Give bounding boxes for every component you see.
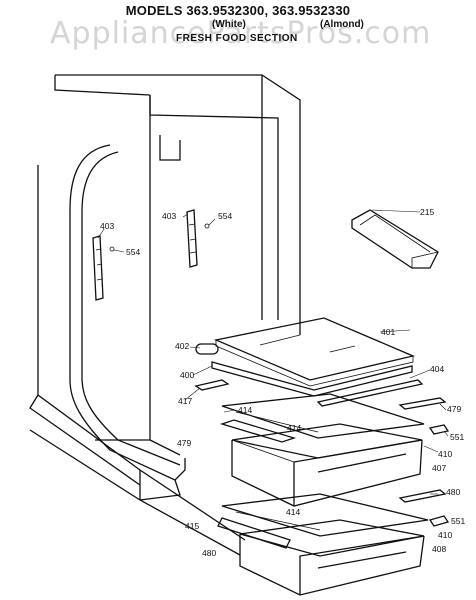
label-215: 215 (420, 207, 434, 217)
label-479-right: 479 (447, 404, 461, 414)
lower-rail-right (398, 489, 450, 527)
label-554-right: 554 (218, 211, 232, 221)
shelf-support-right (186, 209, 210, 268)
label-480-left: 480 (202, 548, 216, 558)
label-410-upper: 410 (438, 449, 452, 459)
label-479-left: 479 (177, 438, 191, 448)
label-401: 401 (381, 327, 395, 337)
label-410-lower: 410 (438, 530, 452, 540)
label-417: 417 (178, 396, 192, 406)
part-labels: 215 401 402 400 417 404 414 479 414 551 … (100, 207, 465, 558)
lower-drawer-cover (221, 493, 429, 537)
lower-drawer (239, 519, 425, 596)
label-480-right: 480 (446, 487, 460, 497)
label-403-left: 403 (100, 221, 114, 231)
models-title: MODELS 363.9532300, 363.9532330 (125, 3, 351, 18)
glass-shelf (213, 317, 416, 387)
section-title: FRESH FOOD SECTION (176, 33, 298, 44)
bin-215 (351, 209, 439, 269)
label-408: 408 (432, 544, 446, 554)
cylinder-402 (195, 343, 219, 355)
label-551-upper: 551 (450, 432, 464, 442)
cabinet-liner (29, 74, 301, 556)
upper-drawer (219, 419, 423, 507)
label-554-left: 554 (126, 247, 140, 257)
label-407: 407 (432, 463, 446, 473)
almond-label: (Almond) (320, 19, 364, 30)
rail-404 (316, 379, 424, 407)
shelf-support-left (92, 235, 115, 301)
lower-rail-left (217, 517, 291, 549)
bracket-417 (194, 379, 230, 391)
label-414-mid: 414 (287, 423, 301, 433)
label-551-lower: 551 (451, 516, 465, 526)
label-404: 404 (430, 364, 444, 374)
upper-rail-right (398, 397, 450, 435)
label-400: 400 (180, 370, 194, 380)
label-403-right: 403 (162, 211, 176, 221)
label-415: 415 (185, 521, 199, 531)
leader-lines (97, 209, 449, 495)
label-414-lower: 414 (286, 507, 300, 517)
label-414-top: 414 (238, 405, 252, 415)
label-402: 402 (175, 341, 189, 351)
white-label: (White) (212, 19, 246, 30)
shelf-frame (211, 361, 413, 397)
watermark: AppliancePartsPros.com (50, 16, 432, 51)
